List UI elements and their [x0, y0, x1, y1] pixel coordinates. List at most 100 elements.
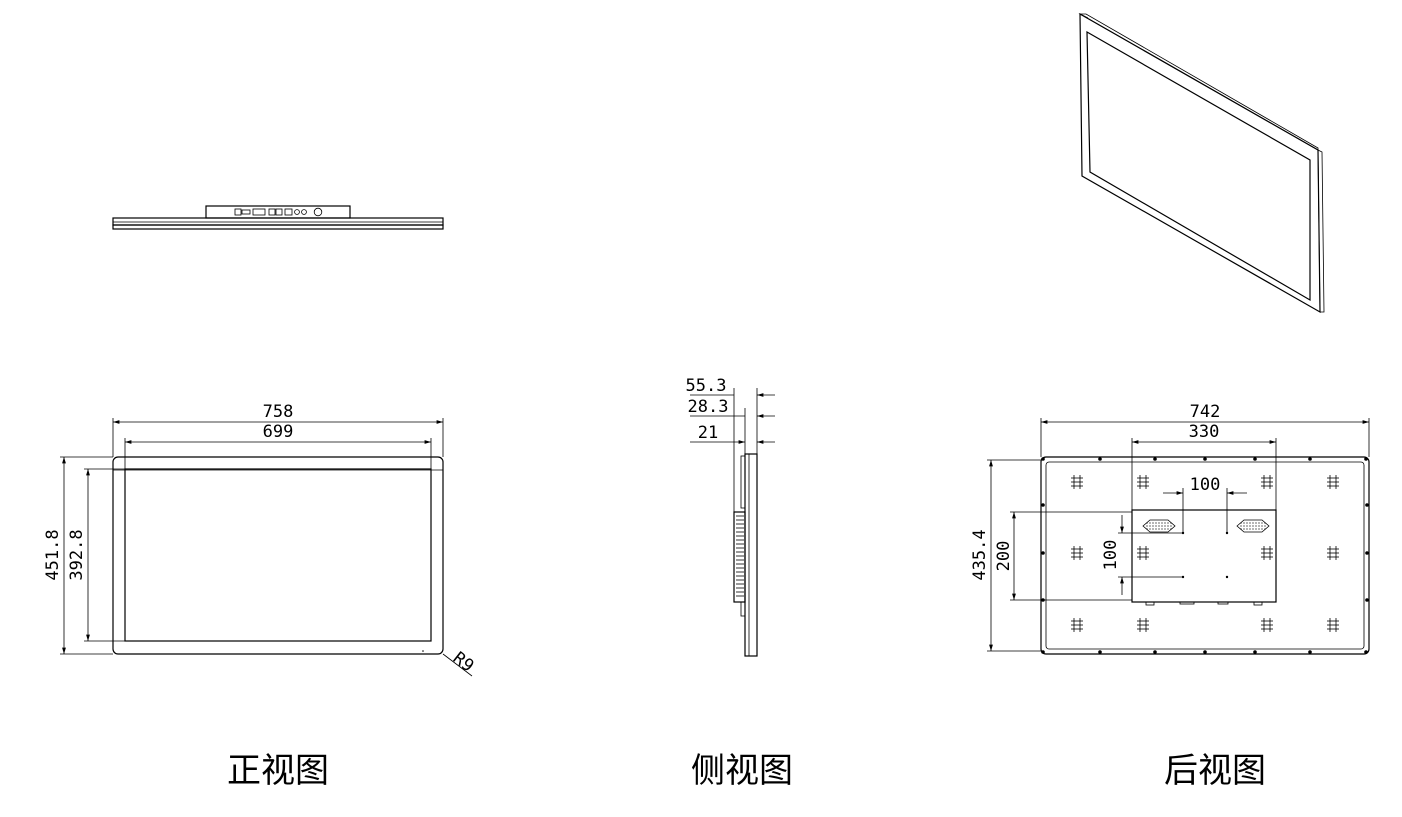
screw-hole [1153, 457, 1157, 461]
side-io-box [733, 511, 746, 603]
vent-hole [1252, 528, 1254, 530]
vent-hole [1164, 528, 1166, 530]
side-depth-total-label: 55.3 [686, 376, 727, 396]
screw-hole [1041, 551, 1045, 555]
vent-hole [1258, 525, 1260, 527]
vent-hole [1246, 522, 1248, 524]
vesa-hole [1225, 575, 1229, 579]
screw-hole [1098, 457, 1102, 461]
side-view [690, 388, 775, 657]
grille-mark-icon [1327, 475, 1339, 489]
vent-hole [1170, 522, 1172, 524]
vent-hole [1258, 522, 1260, 524]
screw-hole [1308, 650, 1312, 654]
screw-hole [1203, 457, 1207, 461]
vent-hole [1152, 522, 1154, 524]
grille-mark-icon [1261, 546, 1273, 560]
vent-hole [1255, 522, 1257, 524]
screw-hole [1041, 650, 1045, 654]
perspective-view [1078, 12, 1325, 314]
screw-hole [1203, 650, 1207, 654]
front-height-screen-label: 392.8 [67, 529, 87, 580]
back-height-outer-label: 435.4 [970, 529, 990, 580]
back-height-box-label: 200 [994, 541, 1014, 572]
grille-mark-icon [1071, 546, 1083, 560]
back-width-outer-label: 742 [1190, 402, 1221, 422]
vent-hole [1158, 525, 1160, 527]
front-corner-radius-label: R9 [449, 648, 477, 676]
back-view [987, 418, 1370, 655]
vent-hole [1167, 522, 1169, 524]
vent-hole [1252, 525, 1254, 527]
grille-mark-icon [1071, 475, 1083, 489]
vent-hole [1243, 525, 1245, 527]
screw-hole [1308, 457, 1312, 461]
vent-hole [1249, 525, 1251, 527]
side-view-caption: 侧视图 [691, 751, 793, 791]
screw-hole [1364, 457, 1368, 461]
vent-hole [1258, 528, 1260, 530]
vent-hole [1170, 525, 1172, 527]
front-view-caption: 正视图 [227, 751, 329, 791]
vent-hole [1161, 522, 1163, 524]
front-screen-area [124, 468, 432, 642]
power-jack-icon [313, 207, 323, 217]
vent-hole [1264, 522, 1266, 524]
vent-hole [1161, 525, 1163, 527]
vent-hole [1240, 522, 1242, 524]
front-outer-frame [112, 456, 444, 655]
vent-hole [1249, 522, 1251, 524]
vent-hole [1158, 528, 1160, 530]
back-vesa-v-label: 100 [1101, 540, 1121, 571]
vent-hole [1264, 525, 1266, 527]
side-panel-body [744, 453, 758, 657]
grille-mark-icon [1071, 618, 1083, 632]
vent-hole [1155, 528, 1157, 530]
vent-hole [1243, 528, 1245, 530]
vent-hole [1261, 525, 1263, 527]
screw-hole [1253, 457, 1257, 461]
vent-hole [1146, 522, 1148, 524]
screw-hole [1153, 650, 1157, 654]
vent-hole [1249, 528, 1251, 530]
vent-hole [1152, 525, 1154, 527]
vent-hole [1155, 525, 1157, 527]
vent-hole [1240, 528, 1242, 530]
vent-hole [1155, 522, 1157, 524]
vent-hole [1170, 528, 1172, 530]
vent-hole [1240, 525, 1242, 527]
vent-hole [1255, 525, 1257, 527]
usb-port-icon [234, 208, 242, 216]
back-outer-frame [1040, 456, 1370, 655]
vent-hole [1146, 525, 1148, 527]
vent-hole [1152, 528, 1154, 530]
front-width-screen-label: 699 [263, 422, 294, 442]
screw-hole [1364, 650, 1368, 654]
vent-hole [1243, 522, 1245, 524]
vent-left-icon [1142, 519, 1176, 533]
vent-right-icon [1236, 519, 1270, 533]
side-depth-mid-label: 28.3 [688, 397, 729, 417]
top-view [112, 205, 444, 230]
grille-mark-icon [1261, 475, 1273, 489]
grille-mark-icon [1327, 546, 1339, 560]
vent-hole [1252, 522, 1254, 524]
vesa-hole [1225, 531, 1229, 535]
vent-hole [1161, 528, 1163, 530]
vent-hole [1167, 525, 1169, 527]
screw-hole [1041, 503, 1045, 507]
back-vesa-h-label: 100 [1190, 475, 1221, 495]
side-depth-panel-label: 21 [698, 423, 718, 443]
vent-hole [1246, 528, 1248, 530]
screw-hole [1098, 650, 1102, 654]
screw-hole [1041, 457, 1045, 461]
grille-mark-icon [1261, 618, 1273, 632]
grille-mark-icon [1137, 475, 1149, 489]
screw-hole [1365, 598, 1369, 602]
front-width-outer-label: 758 [263, 402, 294, 422]
grille-mark-icon [1137, 546, 1149, 560]
vent-hole [1149, 525, 1151, 527]
vent-hole [1261, 522, 1263, 524]
vent-hole [1164, 522, 1166, 524]
